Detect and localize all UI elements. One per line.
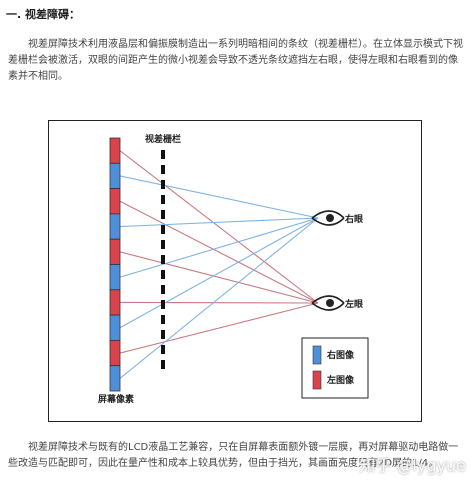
right-eye-ray <box>119 217 319 278</box>
left-eye-ray <box>119 301 319 304</box>
barrier-segment <box>161 285 165 294</box>
screen-pixel-column <box>109 137 121 392</box>
barrier-segment <box>161 360 165 369</box>
legend-left-label: 左图像 <box>326 374 355 386</box>
barrier-segment <box>161 330 165 339</box>
barrier-label: 视差栅栏 <box>145 133 181 145</box>
left-image-pixel <box>109 188 121 215</box>
legend-box: 右图像 左图像 <box>301 337 369 399</box>
left-eye-ray <box>119 150 319 304</box>
right-eye-ray <box>119 217 319 379</box>
right-image-pixel <box>109 213 121 240</box>
barrier-segment <box>161 345 165 354</box>
right-eye-ray <box>119 175 319 219</box>
left-eye-ray <box>119 200 319 304</box>
right-eye-ray <box>119 217 319 228</box>
barrier-segment <box>161 315 165 324</box>
barrier-segment <box>161 180 165 189</box>
right-image-pixel <box>109 365 121 392</box>
left-eye-ray <box>119 302 319 354</box>
intro-paragraph: 视差屏障技术利用液晶层和偏振膜制造出一系列明暗相间的条纹（视差栅栏）。在立体显示… <box>8 39 463 82</box>
left-image-pixel <box>109 238 121 265</box>
right-image-pixel <box>109 314 121 341</box>
left-eye-label: 左眼 <box>344 298 363 310</box>
pixel-label: 屏幕像素 <box>98 393 134 405</box>
barrier-segment <box>161 165 165 174</box>
barrier-segment <box>161 225 165 234</box>
right-eye-ray <box>119 217 319 329</box>
left-image-pixel <box>109 137 121 164</box>
right-eye-icon <box>311 210 345 226</box>
barrier-segment <box>161 240 165 249</box>
barrier-segment <box>161 300 165 309</box>
legend-right-swatch <box>312 345 322 365</box>
barrier-segment <box>161 210 165 219</box>
right-image-pixel <box>109 264 121 291</box>
left-image-pixel <box>109 339 121 367</box>
barrier-segment <box>161 150 165 159</box>
right-image-pixel <box>109 162 121 190</box>
barrier-segment <box>161 270 165 279</box>
left-eye-ray <box>119 251 319 304</box>
section-heading: 一. 视差障碍： <box>6 8 81 21</box>
right-eye-label: 右眼 <box>344 213 363 225</box>
left-image-pixel <box>109 289 121 316</box>
legend-right-label: 右图像 <box>326 349 355 361</box>
closing-paragraph: 视差屏障技术与既有的LCD液晶工艺兼容，只在自屏幕表面额外镀一层膜，再对屏幕驱动… <box>8 442 459 469</box>
left-eye-icon <box>311 295 345 311</box>
legend-left-swatch <box>312 370 322 390</box>
light-rays <box>119 150 319 379</box>
barrier-segment <box>161 255 165 264</box>
barrier-slits <box>161 150 165 369</box>
watermark: 知乎 @lygyue <box>359 456 466 475</box>
barrier-segment <box>161 195 165 204</box>
